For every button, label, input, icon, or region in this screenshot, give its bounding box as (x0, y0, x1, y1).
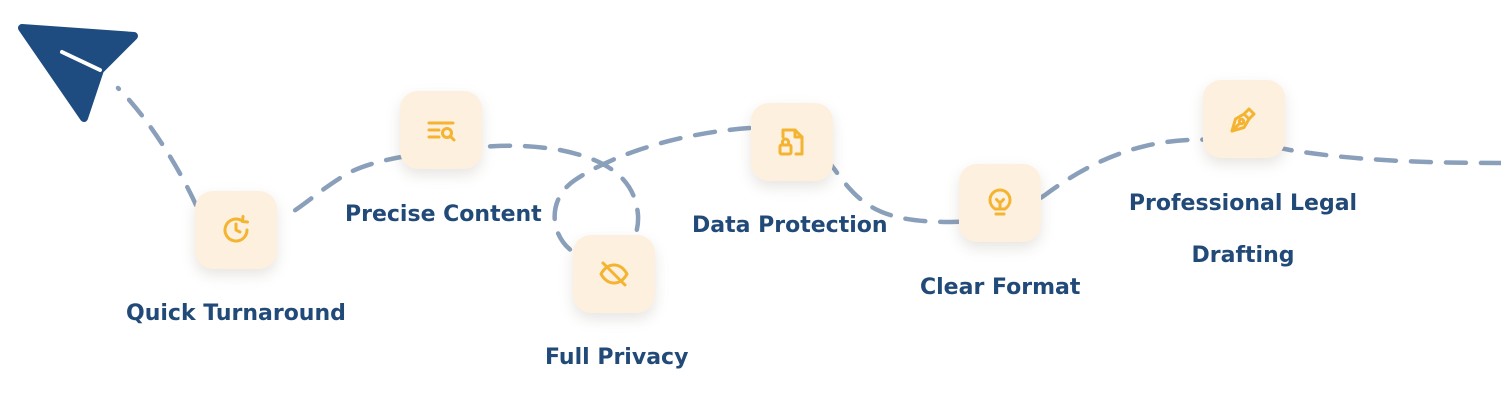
label-full-privacy: Full Privacy (545, 345, 689, 370)
paper-plane-icon (18, 24, 138, 122)
eye-off-icon (599, 261, 629, 287)
label-professional-legal-drafting: Professional Legal Drafting (1128, 191, 1358, 268)
label-clear-format: Clear Format (920, 275, 1081, 300)
tile-clear-format (959, 164, 1041, 242)
clock-refresh-icon (223, 215, 249, 243)
text-search-icon (427, 121, 456, 142)
tile-professional-legal-drafting (1203, 80, 1285, 158)
lightbulb-icon (988, 188, 1012, 216)
pen-nib-icon (1230, 107, 1256, 133)
route-line (115, 85, 1501, 263)
label-data-protection: Data Protection (692, 213, 888, 238)
label-quick-turnaround: Quick Turnaround (126, 301, 346, 326)
tile-data-protection (751, 103, 833, 181)
file-lock-icon (778, 128, 804, 156)
tile-precise-content (400, 91, 482, 169)
tile-quick-turnaround (195, 191, 277, 269)
label-precise-content: Precise Content (345, 202, 542, 227)
tile-full-privacy (573, 235, 655, 313)
